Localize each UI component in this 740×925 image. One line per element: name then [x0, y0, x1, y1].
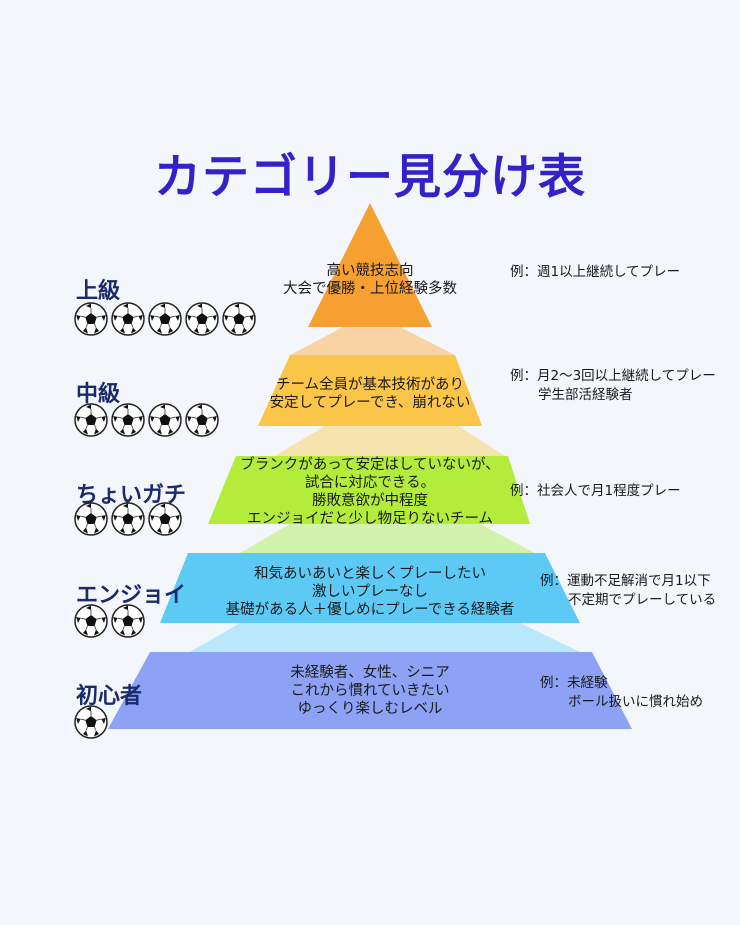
example-advanced: 例：週1以上継続してプレー — [510, 264, 681, 280]
soccer-ball-icon — [74, 403, 108, 437]
soccer-ball-icon — [148, 302, 182, 336]
rating-balls-enjoy — [74, 604, 145, 638]
example-enjoy: 例：運動不足解消で月1以下 不定期でプレーしている — [540, 573, 717, 608]
level-label-enjoy: エンジョイ — [76, 583, 187, 608]
page-title: カテゴリー見分け表 — [154, 150, 586, 205]
soccer-ball-icon — [148, 403, 182, 437]
level-label-advanced: 上級 — [76, 279, 121, 304]
soccer-ball-icon — [111, 502, 145, 536]
soccer-ball-icon — [74, 302, 108, 336]
level-label-intermediate: 中級 — [76, 382, 121, 407]
soccer-ball-icon — [148, 502, 182, 536]
rating-balls-intermediate — [74, 403, 219, 437]
rating-balls-beginner — [74, 705, 108, 739]
level-label-beginner: 初心者 — [76, 684, 143, 709]
tier-text-advanced: 高い競技志向 大会で優勝・上位経験多数 — [283, 263, 457, 297]
tier-shape-mid — [208, 456, 530, 524]
tier-shape-lower-mid — [160, 553, 580, 623]
example-beginner: 例：未経験 ボール扱いに慣れ始め — [540, 675, 703, 710]
connector-band-3 — [240, 524, 535, 553]
tier-text-enjoy: 和気あいあいと楽しくプレーしたい 激しいプレーなし 基礎がある人＋優しめにプレー… — [225, 566, 515, 618]
rating-balls-semi-serious — [74, 502, 182, 536]
soccer-ball-icon — [111, 403, 145, 437]
connector-band-4 — [190, 623, 580, 652]
soccer-ball-icon — [111, 604, 145, 638]
tier-text-beginner: 未経験者、女性、シニア これから慣れていきたい ゆっくり楽しむレベル — [290, 665, 450, 717]
example-intermediate: 例：月2〜3回以上継続してプレー 学生部活経験者 — [510, 368, 716, 403]
soccer-ball-icon — [74, 502, 108, 536]
soccer-ball-icon — [111, 302, 145, 336]
soccer-ball-icon — [185, 403, 219, 437]
soccer-ball-icon — [74, 705, 108, 739]
soccer-ball-icon — [185, 302, 219, 336]
tier-text-intermediate: チーム全員が基本技術があり 安定してプレーでき、崩れない — [269, 377, 471, 411]
tier-shape-upper-mid — [258, 355, 482, 426]
connector-band-1 — [290, 327, 455, 355]
soccer-ball-icon — [74, 604, 108, 638]
rating-balls-advanced — [74, 302, 256, 336]
tier-shape-top — [308, 203, 432, 327]
tier-text-semi-serious: ブランクがあって安定はしていないが、 試合に対応できる。 勝敗意欲が中程度 エン… — [240, 457, 500, 527]
connector-band-2 — [275, 426, 505, 456]
tier-shape-base — [108, 652, 632, 729]
example-semi-serious: 例：社会人で月1程度プレー — [510, 483, 681, 499]
soccer-ball-icon — [222, 302, 256, 336]
